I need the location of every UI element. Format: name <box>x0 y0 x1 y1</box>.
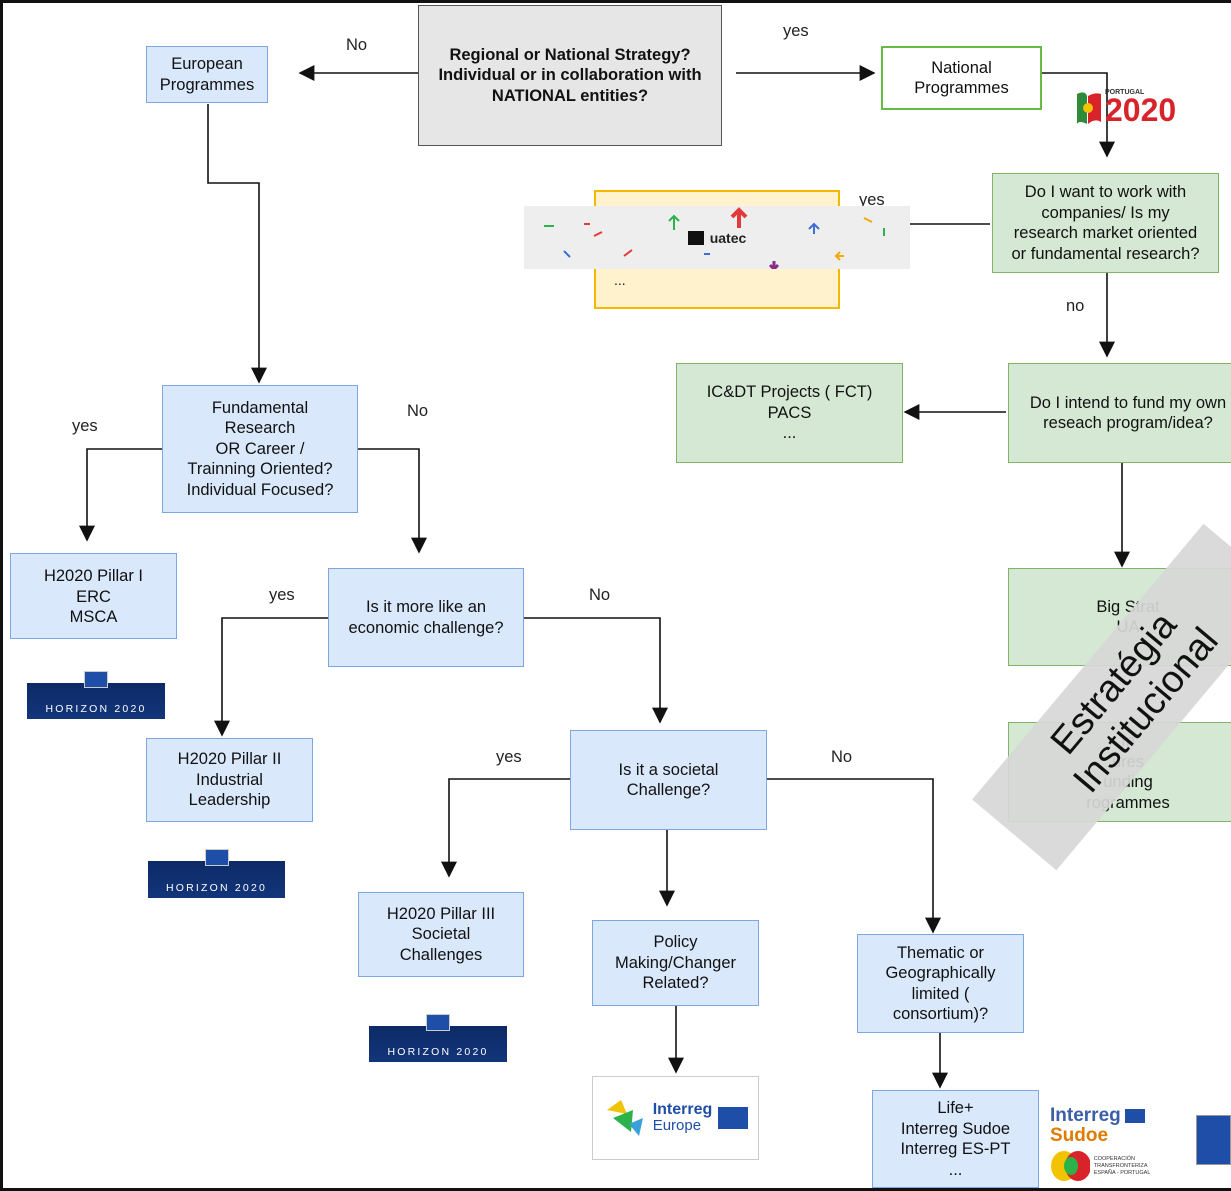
edge-economic-pillar2 <box>214 617 328 737</box>
interreg-text: Interreg <box>652 1101 713 1118</box>
interreg-europe-logo: Interreg Europe <box>592 1076 759 1160</box>
edge-societal-pillar3 <box>441 778 570 878</box>
edge-fundamental-pillar1 <box>79 448 162 542</box>
eu-flag-icon <box>204 849 229 866</box>
eu-flag-icon <box>718 1107 749 1129</box>
europe-text: Europe <box>652 1117 702 1134</box>
eu-flag-icon <box>1196 1115 1231 1165</box>
interreg-mark-icon <box>606 1100 643 1136</box>
portugal-label: PORTUGAL <box>1105 89 1145 96</box>
horizon-2020-logo: HORIZON 2020 <box>27 671 165 719</box>
european-programmes-node: European Programmes <box>146 46 268 103</box>
companies-question-node: Do I want to work with companies/ Is my … <box>992 173 1219 273</box>
national-programmes-node: National Programmes <box>881 46 1042 110</box>
eu-flag-icon <box>426 1014 450 1031</box>
edge-label-no: no <box>1066 297 1085 315</box>
uatec-mark-icon <box>687 230 704 245</box>
h2020-pillar2-node: H2020 Pillar II Industrial Leadership <box>146 738 313 822</box>
societal-challenge-question-node: Is it a societal Challenge? <box>570 730 767 830</box>
uatec-text: uatec <box>709 229 747 246</box>
horizon-2020-logo: HORIZON 2020 <box>148 849 285 898</box>
edge-european-fundamental <box>207 104 267 384</box>
start-question-node: Regional or National Strategy? Individua… <box>418 5 722 146</box>
edge-label-yes: yes <box>859 191 885 209</box>
uatec-logo: uatec <box>524 206 910 269</box>
edge-societal-thematic <box>767 778 941 934</box>
life-interreg-node: Life+ Interreg Sudoe Interreg ES-PT ... <box>872 1090 1039 1188</box>
policy-question-node: Policy Making/Changer Related? <box>592 920 759 1006</box>
arrows-pattern-icon <box>544 207 885 269</box>
thematic-question-node: Thematic or Geographically limited ( con… <box>857 934 1024 1033</box>
horizon-2020-logo: HORIZON 2020 <box>369 1014 507 1062</box>
horizon-text: HORIZON 2020 <box>45 703 147 715</box>
edge-label-yes: yes <box>783 22 809 40</box>
own-program-question-node: Do I intend to fund my own reseach progr… <box>1008 363 1231 463</box>
portugal-flag-icon <box>1077 92 1101 124</box>
eu-flag-icon <box>84 671 108 688</box>
edge-label-no: No <box>831 748 853 766</box>
portugal-2020-logo: PORTUGAL 2020 <box>1075 88 1200 130</box>
edge-label-yes: yes <box>72 417 98 435</box>
fundamental-research-question-node: Fundamental Research OR Career / Trainni… <box>162 385 358 513</box>
icdt-projects-node: IC&DT Projects ( FCT) PACS ... <box>676 363 903 463</box>
interreg-sudoe-logo: Interreg Sudoe COOPERACIÓN TRANSFRONTERI… <box>1050 1105 1185 1191</box>
edge-economic-societal <box>524 617 668 724</box>
interreg-sudoe-text: Interreg <box>1050 1105 1121 1126</box>
cooperation-mark-icon <box>1051 1151 1090 1181</box>
economic-challenge-question-node: Is it more like an economic challenge? <box>328 568 524 667</box>
sudoe-text: Sudoe <box>1050 1125 1109 1146</box>
edge-label-yes: yes <box>496 748 522 766</box>
horizon-text: HORIZON 2020 <box>165 882 268 894</box>
edge-label-no: No <box>407 402 429 420</box>
edge-label-yes: yes <box>269 586 295 604</box>
h2020-pillar3-node: H2020 Pillar III Societal Challenges <box>358 892 524 977</box>
eu-flag-icon <box>1124 1109 1145 1123</box>
edge-label-no: No <box>589 586 611 604</box>
edge-fundamental-economic <box>358 448 427 554</box>
edge-label-no: No <box>346 36 368 54</box>
edge-national-portugal <box>1042 72 1115 158</box>
h2020-pillar1-node: H2020 Pillar I ERC MSCA <box>10 553 177 639</box>
horizon-text: HORIZON 2020 <box>387 1046 489 1058</box>
cooperacion-text: COOPERACIÓN TRANSFRONTERIZA ESPAÑA - POR… <box>1093 1155 1151 1176</box>
portugal-2020-text: 2020 <box>1105 92 1177 128</box>
